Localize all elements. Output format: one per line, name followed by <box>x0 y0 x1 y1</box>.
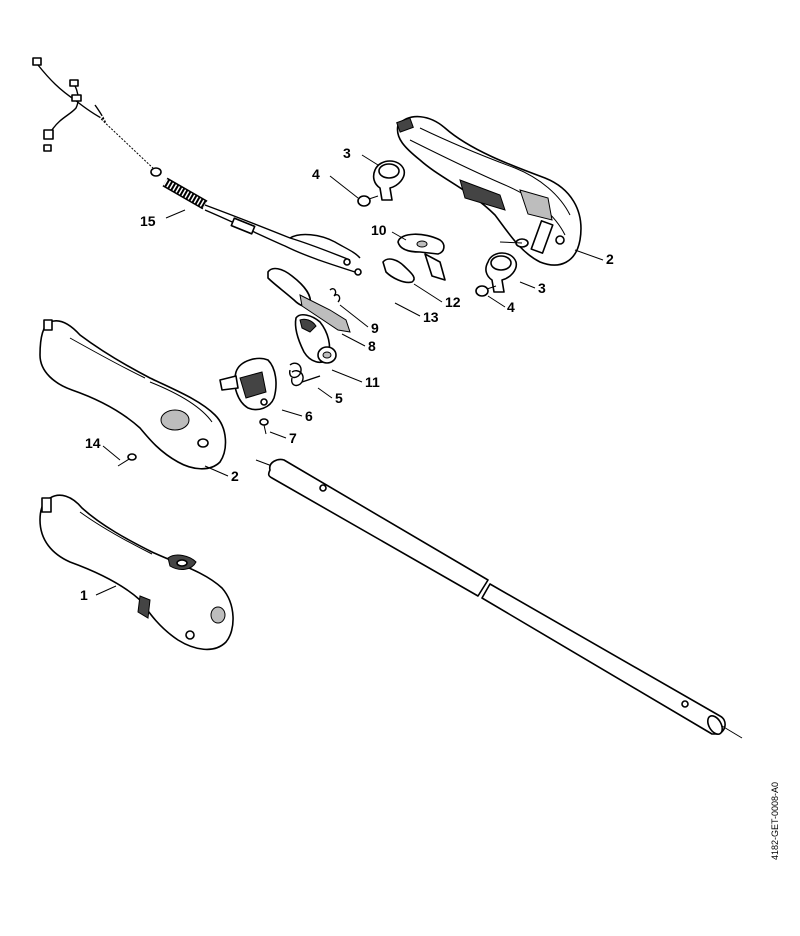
spring-clip <box>382 258 415 284</box>
lockout-lever <box>294 313 337 364</box>
callout-2-lower: 2 <box>231 468 239 484</box>
callout-5: 5 <box>335 390 343 406</box>
callout-7: 7 <box>289 430 297 446</box>
callout-10: 10 <box>371 222 387 238</box>
callout-9: 9 <box>371 320 379 336</box>
callout-2-upper: 2 <box>606 251 614 267</box>
clamp-lower <box>485 252 518 293</box>
screw-small <box>259 418 269 435</box>
wiring-harness <box>32 57 107 152</box>
callout-11: 11 <box>365 374 380 390</box>
callout-15: 15 <box>140 213 156 229</box>
callout-1: 1 <box>80 587 88 603</box>
housing-half-right <box>396 115 582 266</box>
control-handle-assembly <box>39 494 234 651</box>
torsion-spring <box>288 362 321 387</box>
screw-upper <box>357 195 379 207</box>
callout-8: 8 <box>368 338 376 354</box>
stop-switch <box>219 357 277 411</box>
callout-3-lower: 3 <box>538 280 546 296</box>
callout-4-upper: 4 <box>312 166 320 182</box>
screw-lower <box>475 285 497 297</box>
screw-14 <box>117 453 137 467</box>
clamp-upper <box>372 160 406 201</box>
callout-4-lower: 4 <box>507 299 515 315</box>
lock-lever <box>397 233 446 281</box>
callout-12: 12 <box>445 294 461 310</box>
drive-tube <box>255 458 743 739</box>
throttle-trigger <box>267 267 351 333</box>
throttle-cable <box>162 177 362 276</box>
small-spring <box>329 287 341 303</box>
callout-6: 6 <box>305 408 313 424</box>
coil-spring-sleeve-upper <box>97 115 162 177</box>
leader-lines <box>95 154 604 596</box>
callout-14: 14 <box>85 435 101 451</box>
housing-half-left <box>39 319 227 470</box>
callout-13: 13 <box>423 309 439 325</box>
callout-3-upper: 3 <box>343 145 351 161</box>
document-code: 4182-GET-0008-A0 <box>770 781 780 860</box>
